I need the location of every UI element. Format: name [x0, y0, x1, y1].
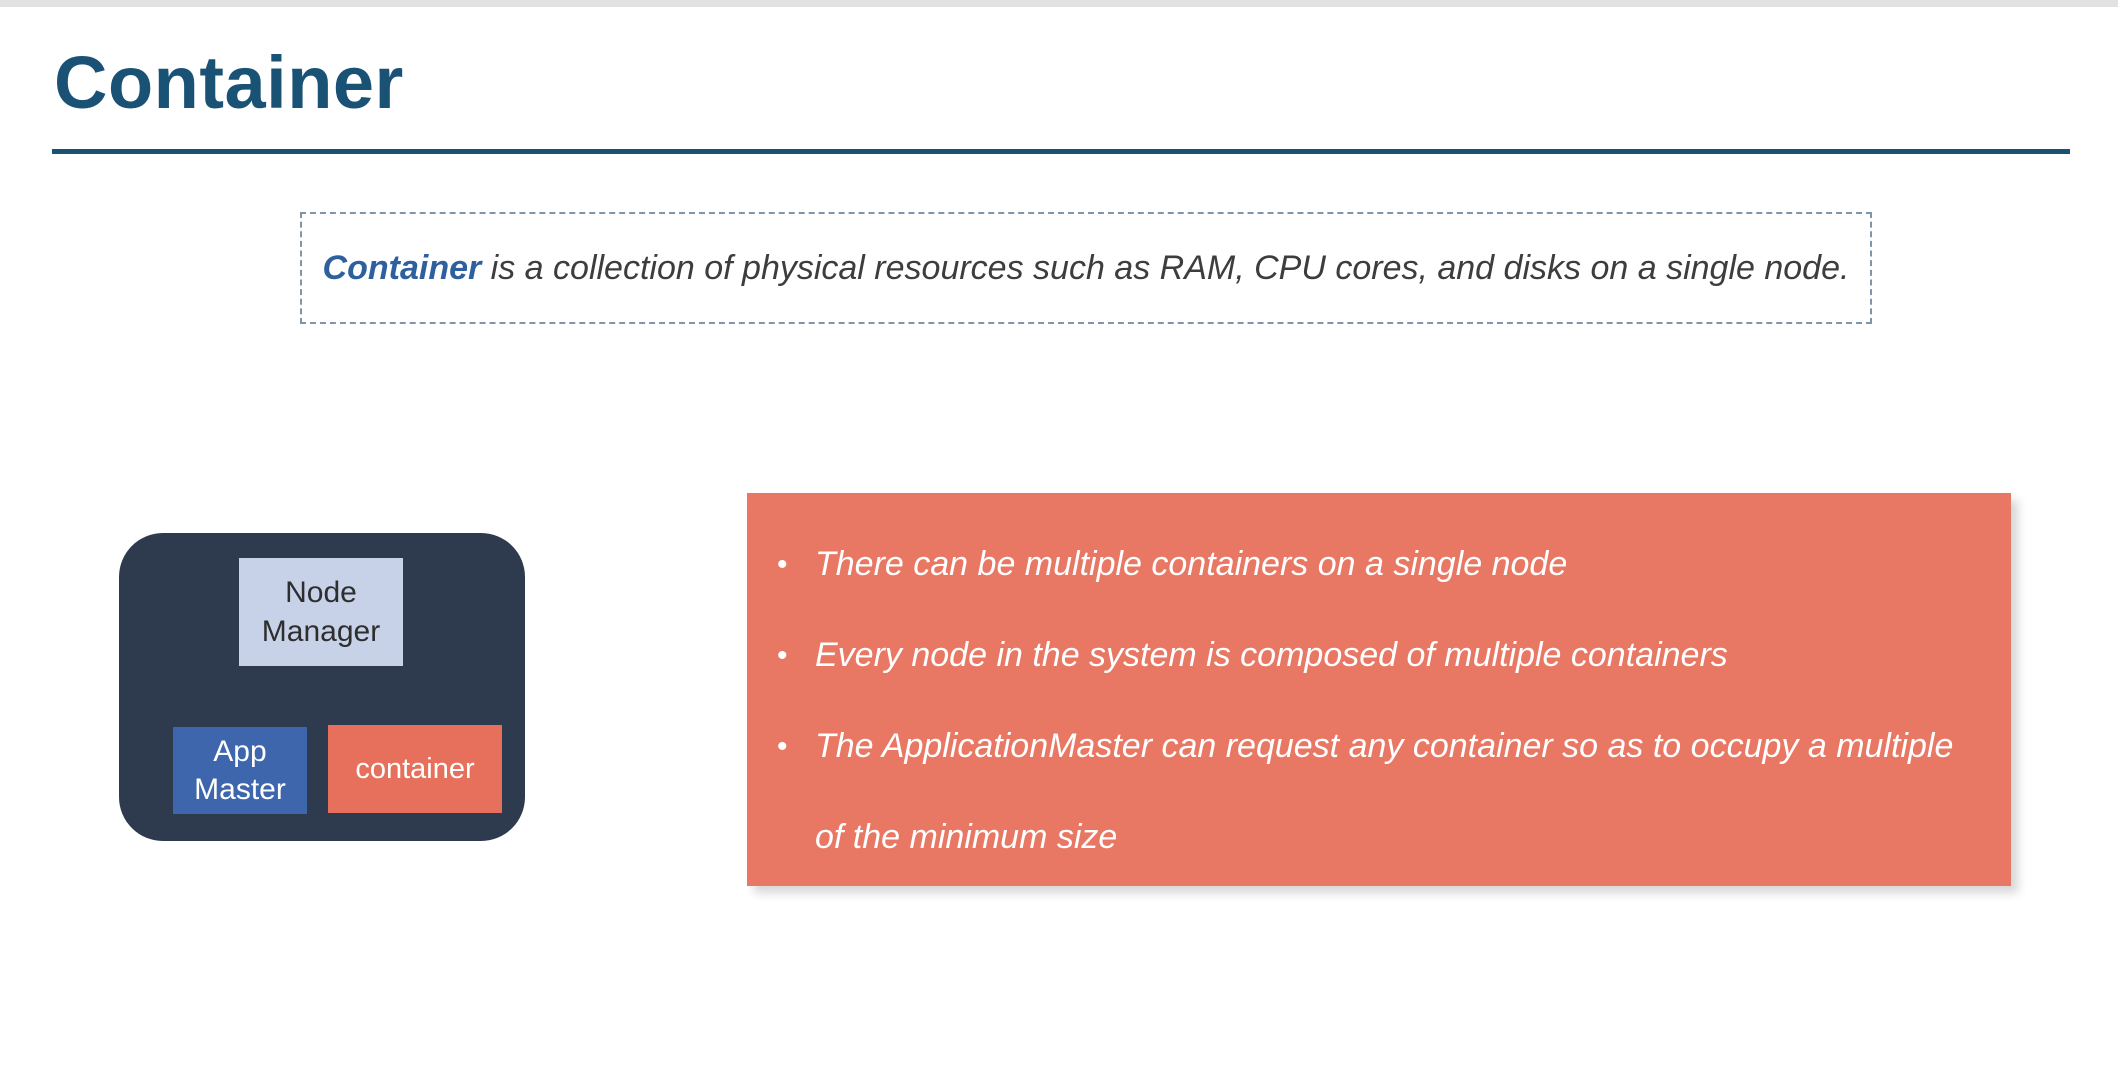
app-master-box: App Master: [173, 727, 307, 814]
bullet-dot-icon: •: [777, 639, 788, 672]
app-master-label: App Master: [194, 735, 286, 806]
title-divider: [52, 149, 2070, 154]
bullet-text: Every node in the system is composed of …: [815, 636, 1728, 674]
page-title: Container: [54, 41, 404, 124]
node-manager-box: Node Manager: [239, 558, 403, 666]
bullet-dot-icon: •: [777, 548, 788, 581]
bullet-dot-icon: •: [777, 730, 788, 763]
definition-text: Container is a collection of physical re…: [323, 249, 1850, 288]
node-diagram: Node Manager App Master container: [119, 533, 525, 841]
container-label: container: [355, 752, 475, 785]
definition-box: Container is a collection of physical re…: [300, 212, 1872, 324]
definition-rest: is a collection of physical resources su…: [481, 248, 1850, 287]
top-edge-divider: [0, 0, 2118, 7]
bullet-item: • Every node in the system is composed o…: [777, 610, 1977, 701]
definition-term: Container: [322, 248, 482, 287]
bullet-item: • There can be multiple containers on a …: [777, 519, 1977, 610]
bullet-text: There can be multiple containers on a si…: [815, 545, 1568, 583]
bullets-panel: • There can be multiple containers on a …: [747, 493, 2011, 886]
node-manager-label: Node Manager: [261, 576, 381, 648]
bullet-text: The ApplicationMaster can request any co…: [815, 727, 1954, 856]
bullet-item: • The ApplicationMaster can request any …: [777, 701, 1977, 883]
bullet-list: • There can be multiple containers on a …: [777, 519, 1977, 883]
container-box: container: [328, 725, 502, 813]
